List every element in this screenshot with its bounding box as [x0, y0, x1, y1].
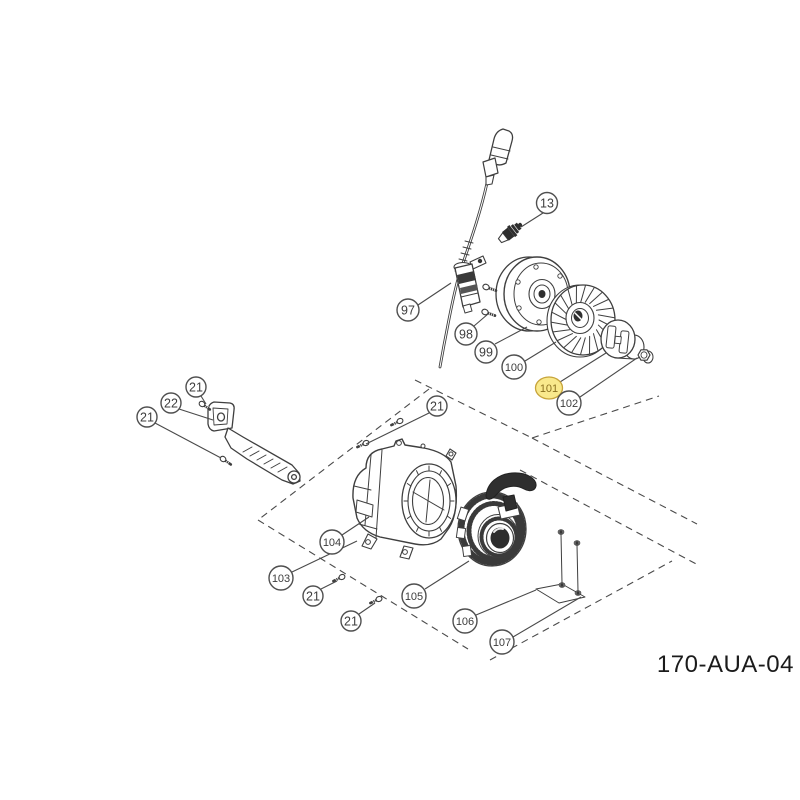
- svg-text:101: 101: [540, 383, 558, 395]
- callout-105[interactable]: 105: [401, 583, 427, 609]
- bracket-vent-hatch: [242, 446, 288, 473]
- callout-leader-lines: [154, 212, 638, 638]
- ignition-coil: [453, 255, 487, 314]
- svg-text:21: 21: [344, 615, 358, 629]
- svg-text:13: 13: [540, 197, 554, 211]
- bracket-screw-icon: [198, 400, 233, 466]
- assembly-axis-dashed-lines: [257, 379, 701, 661]
- svg-text:107: 107: [493, 637, 511, 649]
- callout-97[interactable]: 97: [396, 298, 420, 322]
- callout-21[interactable]: 21: [302, 585, 324, 607]
- housing-screw-icon: [332, 417, 404, 605]
- callout-103[interactable]: 103: [268, 565, 294, 591]
- svg-text:22: 22: [164, 397, 178, 411]
- flywheel-screw-icon: [481, 283, 498, 317]
- recoil-starter: [455, 472, 537, 567]
- spark-plug: [497, 222, 523, 244]
- svg-text:97: 97: [401, 304, 415, 318]
- starter-housing-slots: [455, 506, 473, 558]
- svg-text:100: 100: [505, 362, 523, 374]
- starter-cup: [600, 319, 645, 360]
- callout-104[interactable]: 104: [319, 529, 345, 555]
- svg-text:105: 105: [405, 591, 423, 603]
- callout-21[interactable]: 21: [426, 395, 448, 417]
- callout-106[interactable]: 106: [452, 608, 478, 634]
- callout-21[interactable]: 21: [185, 376, 207, 398]
- rear-mounting-bolt-set: [535, 529, 586, 604]
- svg-text:21: 21: [306, 590, 320, 604]
- blower-housing: [352, 438, 458, 560]
- flange-nut: [637, 349, 654, 364]
- callout-107[interactable]: 107: [489, 629, 515, 655]
- collar-bolt-lugs: [403, 465, 455, 537]
- svg-text:98: 98: [459, 328, 473, 342]
- callout-21[interactable]: 21: [340, 610, 362, 632]
- starter-handle: [485, 472, 537, 500]
- svg-text:21: 21: [140, 411, 154, 425]
- callout-102[interactable]: 102: [556, 390, 582, 416]
- svg-text:106: 106: [456, 616, 474, 628]
- callout-99[interactable]: 99: [474, 340, 498, 364]
- svg-text:102: 102: [560, 398, 578, 410]
- callout-13[interactable]: 13: [535, 191, 559, 215]
- shield-bracket: [207, 401, 301, 485]
- callout-101-highlighted[interactable]: 101: [534, 376, 564, 400]
- callout-98[interactable]: 98: [454, 322, 478, 346]
- callout-21[interactable]: 21: [136, 406, 158, 428]
- svg-text:103: 103: [272, 573, 290, 585]
- bolt-icon: [557, 529, 582, 596]
- drawing-number: 170-AUA-04: [656, 651, 794, 678]
- callout-100[interactable]: 100: [501, 354, 527, 380]
- svg-text:21: 21: [430, 400, 444, 414]
- svg-text:99: 99: [479, 346, 493, 360]
- callout-22[interactable]: 22: [160, 392, 182, 414]
- svg-text:21: 21: [189, 381, 203, 395]
- svg-text:104: 104: [323, 537, 341, 549]
